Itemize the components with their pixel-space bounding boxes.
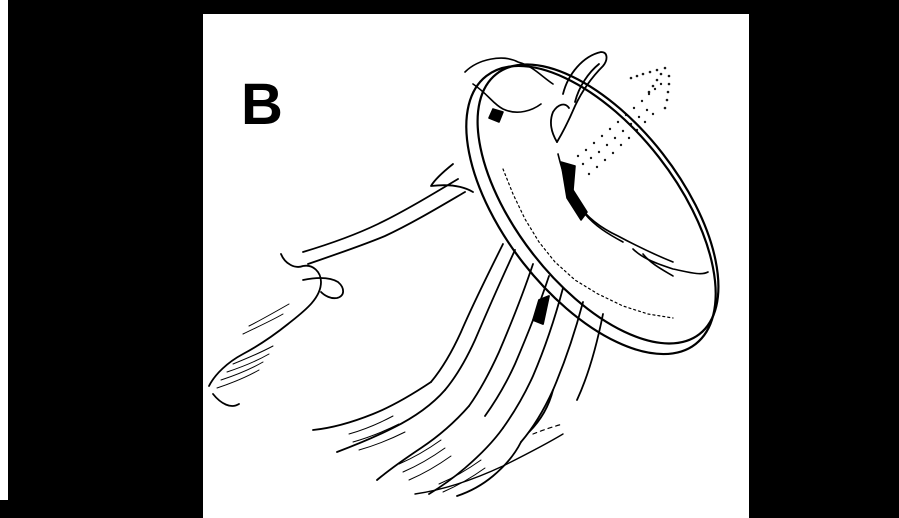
heart-valve-with-chordae-icon	[203, 14, 749, 518]
dotted-arrow-icon	[577, 67, 671, 176]
panel-label: B	[241, 76, 283, 134]
left-chorda	[303, 164, 473, 264]
left-edge-strip	[0, 0, 8, 518]
lower-chordae	[431, 244, 603, 442]
figure-panel: B	[203, 14, 749, 518]
left-papillary-muscle	[209, 254, 343, 406]
left-edge-notch	[0, 500, 8, 518]
lower-papillary-muscles	[313, 382, 563, 496]
